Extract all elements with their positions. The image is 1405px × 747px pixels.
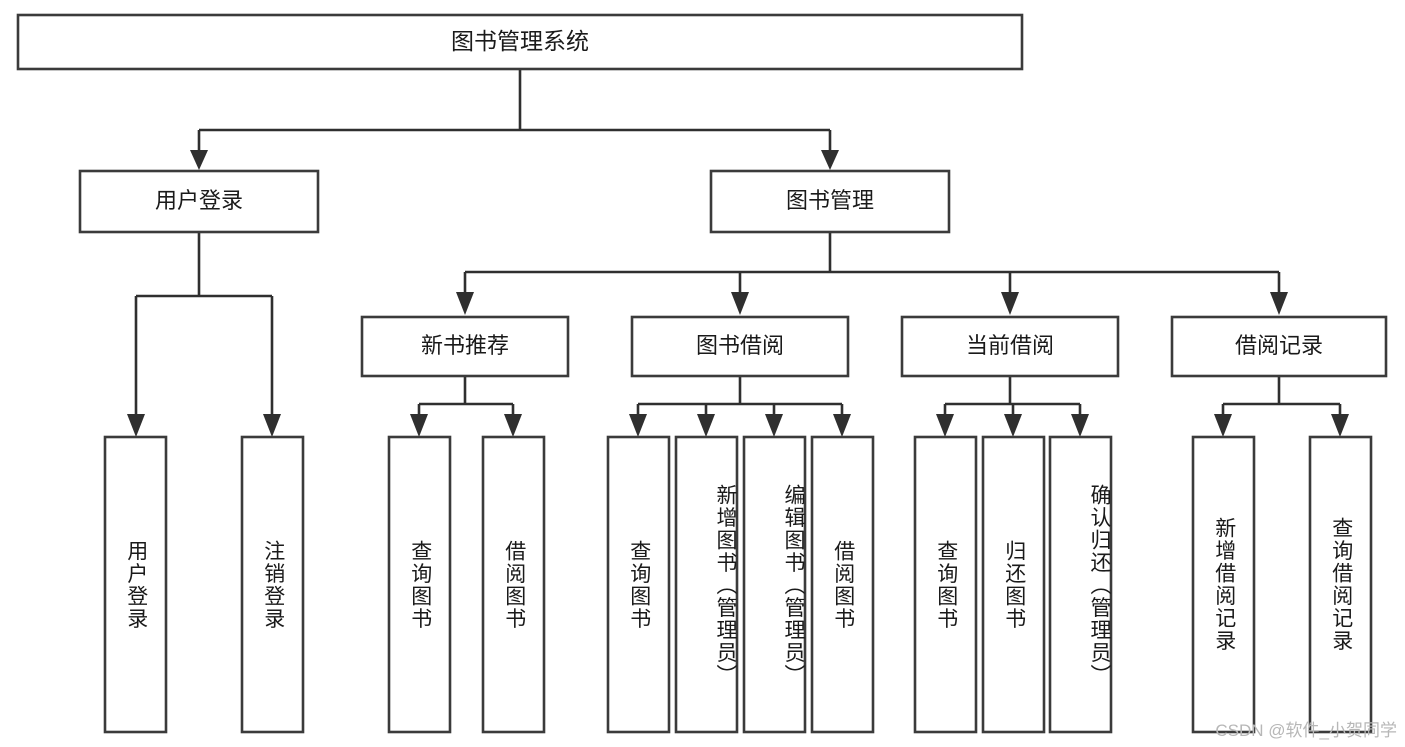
leaf-add-book-label: 新增图书（管理员） bbox=[714, 483, 737, 687]
arrow-to-book-borrow bbox=[731, 292, 749, 315]
arrow-leaf-borrow-book-2 bbox=[833, 414, 851, 437]
leaf-borrow-book-1-box[interactable] bbox=[481, 435, 546, 734]
leaf-query-book-2-label: 查询图书 bbox=[627, 539, 651, 630]
leaf-query-book-2-box[interactable] bbox=[606, 435, 671, 734]
node-user-login-label: 用户登录 bbox=[155, 188, 243, 213]
leaf-edit-book-label: 编辑图书（管理员） bbox=[782, 483, 805, 687]
leaf-return-book-label: 归还图书 bbox=[1002, 539, 1026, 630]
arrow-leaf-borrow-book-1 bbox=[504, 414, 522, 437]
leaf-add-record-box[interactable] bbox=[1191, 435, 1256, 734]
node-new-book-recommend[interactable]: 新书推荐 bbox=[360, 315, 570, 378]
arrow-leaf-logout-login bbox=[263, 414, 281, 437]
node-book-borrow-label: 图书借阅 bbox=[696, 333, 784, 358]
node-borrow-record[interactable]: 借阅记录 bbox=[1170, 315, 1388, 378]
leaf-add-book-box[interactable] bbox=[674, 435, 739, 734]
leaf-query-record-box[interactable] bbox=[1308, 435, 1373, 734]
node-root[interactable]: 图书管理系统 bbox=[16, 13, 1024, 71]
arrow-leaf-query-book-2 bbox=[629, 414, 647, 437]
arrow-leaf-query-book-1 bbox=[410, 414, 428, 437]
arrow-leaf-query-record bbox=[1331, 414, 1349, 437]
arrow-to-borrow-record bbox=[1270, 292, 1288, 315]
leaf-logout-login-label: 注销登录 bbox=[261, 539, 285, 630]
leaf-query-book-3-label: 查询图书 bbox=[934, 539, 958, 630]
node-borrow-record-label: 借阅记录 bbox=[1235, 333, 1323, 358]
leaf-query-book-1-box[interactable] bbox=[387, 435, 452, 734]
csdn-watermark: CSDN @软件_小贺同学 bbox=[1215, 721, 1397, 740]
arrow-to-new-book bbox=[456, 292, 474, 315]
arrow-to-current-borrow bbox=[1001, 292, 1019, 315]
node-new-book-recommend-box[interactable] bbox=[360, 315, 570, 378]
leaf-borrow-book-2-box[interactable] bbox=[810, 435, 875, 734]
leaf-add-record-label: 新增借阅记录 bbox=[1212, 517, 1236, 652]
arrow-leaf-add-book bbox=[697, 414, 715, 437]
arrow-leaf-query-book-3 bbox=[936, 414, 954, 437]
arrow-leaf-add-record bbox=[1214, 414, 1232, 437]
arrow-to-book-management bbox=[821, 150, 839, 170]
leaf-confirm-return-box[interactable] bbox=[1048, 435, 1113, 734]
node-book-borrow[interactable]: 图书借阅 bbox=[630, 315, 850, 378]
arrow-leaf-confirm-return bbox=[1071, 414, 1089, 437]
leaf-logout-login-box[interactable] bbox=[240, 435, 305, 734]
leaf-box-group bbox=[103, 435, 1373, 734]
node-book-management-box[interactable] bbox=[709, 169, 951, 234]
leaf-edit-book-box[interactable] bbox=[742, 435, 807, 734]
leaf-user-login-label: 用户登录 bbox=[124, 539, 148, 630]
node-root-box[interactable] bbox=[16, 13, 1024, 71]
arrow-leaf-return-book bbox=[1004, 414, 1022, 437]
node-book-management[interactable]: 图书管理 bbox=[709, 169, 951, 234]
leaf-query-record-label: 查询借阅记录 bbox=[1329, 517, 1353, 652]
leaf-confirm-return-label: 确认归还（管理员） bbox=[1088, 483, 1111, 687]
arrow-leaf-edit-book bbox=[765, 414, 783, 437]
node-borrow-record-box[interactable] bbox=[1170, 315, 1388, 378]
node-current-borrow-label: 当前借阅 bbox=[966, 333, 1054, 358]
arrow-leaf-user-login bbox=[127, 414, 145, 437]
leaf-query-book-3-box[interactable] bbox=[913, 435, 978, 734]
leaf-query-book-1-label: 查询图书 bbox=[408, 539, 432, 630]
leaf-borrow-book-2-label: 借阅图书 bbox=[831, 539, 855, 630]
node-root-label: 图书管理系统 bbox=[451, 28, 589, 54]
node-user-login[interactable]: 用户登录 bbox=[78, 169, 320, 234]
node-current-borrow[interactable]: 当前借阅 bbox=[900, 315, 1120, 378]
node-current-borrow-box[interactable] bbox=[900, 315, 1120, 378]
node-new-book-recommend-label: 新书推荐 bbox=[421, 333, 509, 358]
leaf-borrow-book-1-label: 借阅图书 bbox=[502, 539, 526, 630]
leaf-return-book-box[interactable] bbox=[981, 435, 1046, 734]
node-book-borrow-box[interactable] bbox=[630, 315, 850, 378]
leaf-user-login-box[interactable] bbox=[103, 435, 168, 734]
arrow-to-user-login bbox=[190, 150, 208, 170]
connector-group bbox=[127, 69, 1349, 437]
node-user-login-box[interactable] bbox=[78, 169, 320, 234]
node-book-management-label: 图书管理 bbox=[786, 188, 874, 213]
